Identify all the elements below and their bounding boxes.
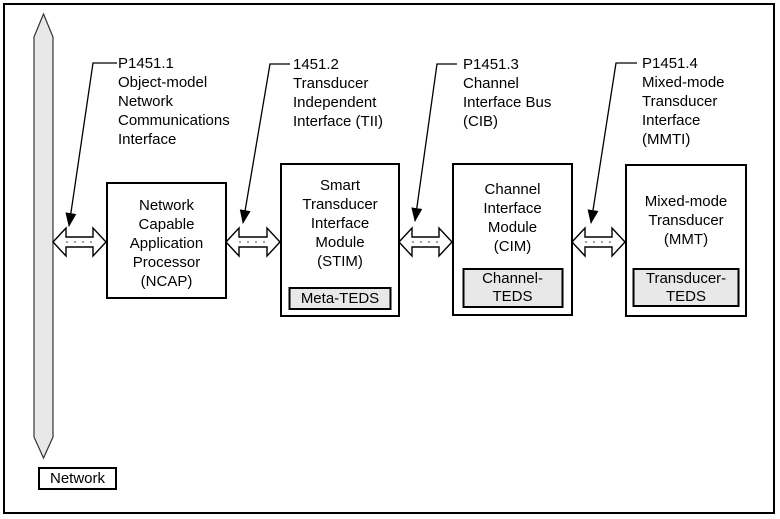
transducer-teds-box: Transducer- TEDS — [632, 268, 740, 307]
ncap-box: Network Capable Application Processor (N… — [106, 182, 227, 299]
arrow-network-ncap — [52, 226, 107, 258]
diagram-border — [3, 3, 775, 514]
leader-p1451-3 — [411, 63, 457, 222]
cim-label: Channel Interface Module (CIM) — [483, 181, 542, 255]
callout-1451-2: 1451.2 Transducer Independent Interface … — [293, 56, 384, 130]
leader-p1451-1 — [65, 62, 117, 227]
callout-p1451-3: P1451.3 Channel Interface Bus (CIB) — [463, 56, 552, 130]
arrow-cim-mmt — [571, 226, 626, 258]
mmt-box: Mixed-mode Transducer (MMT) Transducer- … — [625, 164, 747, 317]
network-bus-arrow — [33, 12, 54, 460]
cim-box: Channel Interface Module (CIM) Channel- … — [452, 163, 573, 316]
ncap-label: Network Capable Application Processor (N… — [129, 197, 204, 290]
mmt-label: Mixed-mode Transducer (MMT) — [644, 193, 728, 248]
callout-p1451-4: P1451.4 Mixed-mode Transducer Interface … — [642, 55, 725, 148]
leader-p1451-4 — [587, 62, 637, 224]
meta-teds-box: Meta-TEDS — [288, 287, 392, 310]
arrow-ncap-stim — [225, 226, 281, 258]
stim-box: Smart Transducer Interface Module (STIM)… — [280, 163, 400, 317]
network-label-box: Network — [38, 467, 117, 490]
leader-1451-2 — [239, 63, 290, 224]
network-label: Network — [49, 470, 105, 487]
channel-teds-box: Channel- TEDS — [462, 268, 563, 308]
stim-label: Smart Transducer Interface Module (STIM) — [302, 177, 378, 270]
arrow-stim-cim — [398, 226, 453, 258]
callout-p1451-1: P1451.1 Object-model Network Communicati… — [118, 55, 230, 148]
